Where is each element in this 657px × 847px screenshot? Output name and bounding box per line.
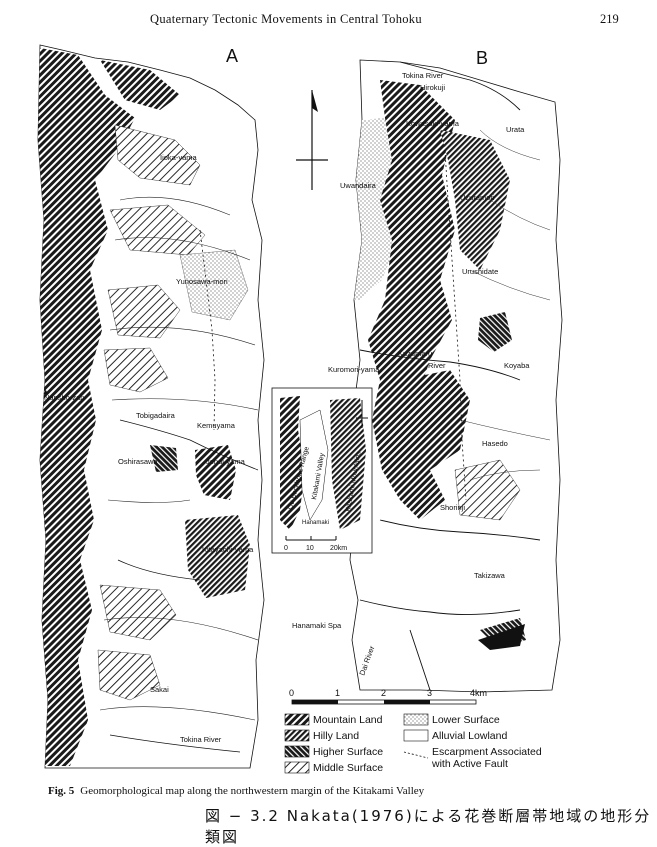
inset-scale-0: 0 <box>284 545 288 552</box>
main-scale-1: 1 <box>335 688 340 698</box>
main-scale-3: 3 <box>427 688 432 698</box>
main-scale-0: 0 <box>289 688 294 698</box>
label-uwandaira: Uwandaira <box>340 181 377 190</box>
panel-a-middle-4 <box>103 347 169 393</box>
panel-a-middle-3 <box>107 284 181 339</box>
panel-a-middle-1 <box>114 124 201 186</box>
inset-scale-10: 10 <box>306 545 314 552</box>
label-koyaba: Koyaba <box>504 361 530 370</box>
panel-a-hilly-kitayachi <box>185 515 250 598</box>
japanese-caption: 図 − 3.2 Nakata(1976)による花巻断層帯地域の地形分類図 <box>205 807 652 846</box>
panel-b-drainage <box>459 129 551 481</box>
panel-a-hilly-jonai <box>195 445 236 500</box>
panel-a-middle-2 <box>109 204 206 256</box>
legend-escarpment-line-2: with Active Fault <box>431 758 508 770</box>
main-scale-2: 2 <box>381 688 386 698</box>
panel-a-escarpment <box>199 229 216 431</box>
panel-a-label: A <box>226 46 238 66</box>
label-tokina-river-b: Tokina River <box>402 71 444 80</box>
panel-b-map: B Tokina River Hirokuji Kowasaki-yama Ur… <box>292 48 563 693</box>
page-header-title: Quaternary Tectonic Movements in Central… <box>150 12 422 26</box>
legend-swatch-mountain <box>284 713 310 726</box>
main-scale-bar: 0 1 2 3 4km <box>289 688 487 705</box>
label-tokina-river-a: Tokina River <box>180 735 222 744</box>
label-tobigadaira: Tobigadaira <box>136 411 176 420</box>
legend-lower-surface: Lower Surface <box>432 714 500 726</box>
panel-a-middle-6 <box>97 649 161 701</box>
figure-caption: Fig. 5 Geomorphological map along the nor… <box>48 785 424 797</box>
main-scale-4km: 4km <box>470 688 487 698</box>
panel-b-middle-surface <box>454 459 521 521</box>
panel-b-hilly-land-2 <box>400 370 470 470</box>
label-yunosawa-mori: Yunosawa-mori <box>176 277 228 286</box>
panel-a-streams <box>109 419 259 753</box>
label-takizawa: Takizawa <box>474 571 506 580</box>
label-kuzumaru: Kuzumaru <box>398 349 432 358</box>
legend: Mountain Land Hilly Land Higher Surface … <box>284 713 542 774</box>
label-oshirasawa: Oshirasawa <box>118 457 158 466</box>
nansho-zan-marker: ▲ <box>42 387 49 396</box>
legend-swatch-middle <box>284 761 310 774</box>
label-kowasaki-yama: Kowasaki-yama <box>406 119 460 128</box>
label-sakai: Sakai <box>150 685 169 694</box>
label-kuromori-yama: Kuromori-yama <box>328 365 380 374</box>
panel-b-lower-surface <box>354 118 398 300</box>
panel-b-label: B <box>476 48 488 68</box>
legend-swatch-higher <box>284 745 310 758</box>
label-kemuyama: Kemuyama <box>197 421 236 430</box>
panel-a-higher-1 <box>150 445 178 472</box>
legend-swatch-hilly <box>284 729 310 742</box>
legend-swatch-alluvial <box>403 729 429 742</box>
north-arrow-icon <box>296 90 328 190</box>
inset-map: Ou Backbone Range Kitakami Valley Kitaka… <box>271 387 373 554</box>
panel-b-escarpment <box>444 149 467 501</box>
panel-a-contours <box>99 196 259 721</box>
page-number: 219 <box>600 12 619 26</box>
legend-swatch-escarpment <box>403 751 429 759</box>
legend-escarpment-line-1: Escarpment Associated <box>432 746 542 758</box>
panel-a-mountain-land <box>38 48 135 766</box>
label-hirokuji: Hirokuji <box>420 83 445 92</box>
panel-b-mountain-outlier <box>478 624 525 650</box>
geomorphological-map: A Iioka-yama Yunosawa-mori Nansho-zan ▲ … <box>37 44 563 774</box>
label-uzuramori: Uzuramori <box>460 193 495 202</box>
label-urata: Urata <box>506 125 525 134</box>
label-hasedo: Hasedo <box>482 439 508 448</box>
label-river-b: River <box>428 361 446 370</box>
inset-scale-20: 20km <box>330 545 347 552</box>
legend-middle-surface: Middle Surface <box>313 762 383 774</box>
panel-a-mountain-land-top <box>100 60 180 110</box>
panel-a-map: A Iioka-yama Yunosawa-mori Nansho-zan ▲ … <box>37 44 265 769</box>
figure-caption-text: Geomorphological map along the northwest… <box>80 785 425 797</box>
panel-b-higher-surface <box>478 312 512 352</box>
label-shorinji: Shorinji <box>440 503 465 512</box>
legend-higher-surface: Higher Surface <box>313 746 383 758</box>
label-kitayachi-yama: Kitayachi-yama <box>202 545 254 554</box>
legend-hilly-land: Hilly Land <box>313 730 359 742</box>
legend-swatch-lower <box>403 713 429 726</box>
label-jonai-yama: Jonai-yama <box>206 457 246 466</box>
label-iioka-yama: Iioka-yama <box>160 153 198 162</box>
panel-b-streams <box>359 61 541 691</box>
panel-a-middle-5 <box>99 584 177 641</box>
figure-caption-label: Fig. 5 <box>48 785 75 797</box>
inset-label-hanamaki: Hanamaki <box>302 520 329 526</box>
label-hanamaki-spa: Hanamaki Spa <box>292 621 342 630</box>
legend-mountain-land: Mountain Land <box>313 714 383 726</box>
inset-valley <box>299 409 329 521</box>
inset-backbone-range <box>280 396 305 530</box>
panel-b-hilly-land <box>440 130 510 270</box>
legend-alluvial-lowland: Alluvial Lowland <box>432 730 507 742</box>
panel-a-lower-1 <box>179 249 249 321</box>
inset-kitakami-mountains <box>330 398 366 530</box>
label-urushidate: Urushidate <box>462 267 498 276</box>
label-nansho-zan: Nansho-zan <box>44 393 84 402</box>
